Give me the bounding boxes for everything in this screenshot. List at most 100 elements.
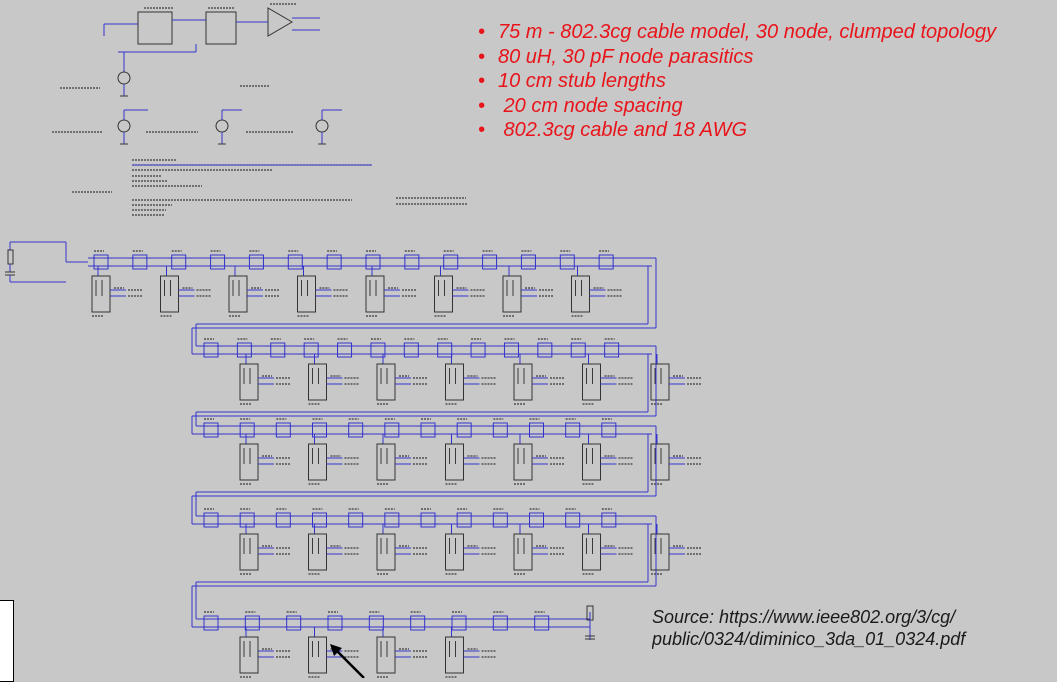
cable-segment bbox=[559, 254, 575, 270]
cable-segment bbox=[275, 512, 291, 528]
node-block bbox=[650, 533, 670, 571]
node-stub bbox=[650, 434, 701, 485]
node-block bbox=[434, 275, 453, 313]
cable-segment bbox=[275, 422, 291, 438]
node-stub bbox=[91, 266, 142, 317]
node-stub bbox=[239, 354, 290, 405]
node-stub bbox=[228, 266, 279, 317]
node-array bbox=[91, 266, 701, 678]
cable-segment bbox=[529, 422, 544, 438]
cable-segment bbox=[456, 512, 472, 528]
cable-segment bbox=[248, 254, 264, 270]
cable-segment bbox=[537, 342, 553, 358]
node-block bbox=[513, 533, 533, 571]
cable-segment bbox=[239, 422, 255, 438]
cable-segment bbox=[565, 422, 581, 438]
node-stub bbox=[445, 524, 496, 575]
node-block bbox=[650, 363, 670, 401]
node-block bbox=[502, 275, 522, 313]
bullet-mark: • bbox=[478, 21, 486, 43]
cable-segment bbox=[598, 254, 614, 270]
source-citation: Source: https://www.ieee802.org/3/cg/ pu… bbox=[652, 606, 1057, 650]
node-stub bbox=[308, 434, 359, 485]
node-stub bbox=[160, 266, 211, 317]
node-stub bbox=[434, 266, 485, 317]
cable-segment bbox=[492, 512, 508, 528]
source-line: Source: https://www.ieee802.org/3/cg/ bbox=[652, 607, 956, 627]
cable-segment bbox=[529, 512, 544, 528]
cable-segment bbox=[492, 615, 508, 631]
cable-segment bbox=[601, 512, 617, 528]
node-block bbox=[571, 275, 590, 313]
node-block bbox=[308, 533, 327, 571]
cable-segment bbox=[337, 342, 353, 358]
cable-segment bbox=[370, 342, 386, 358]
node-block bbox=[513, 443, 533, 481]
node-block bbox=[91, 275, 111, 313]
node-stub bbox=[308, 524, 359, 575]
cable-segment bbox=[368, 615, 384, 631]
cable-segment bbox=[326, 254, 342, 270]
bullet-text: 20 cm node spacing bbox=[498, 94, 683, 117]
cable-segment bbox=[327, 615, 343, 631]
cable-segment bbox=[604, 342, 620, 358]
cable-segment bbox=[601, 422, 617, 438]
node-stub bbox=[571, 266, 622, 317]
arrow-shaft bbox=[335, 649, 365, 678]
node-stub bbox=[308, 354, 359, 405]
node-block bbox=[445, 443, 464, 481]
cable-segment bbox=[456, 422, 472, 438]
node-stub bbox=[445, 354, 496, 405]
voltage-source-icon bbox=[117, 71, 131, 85]
node-stub bbox=[513, 434, 564, 485]
cable-segment bbox=[286, 615, 302, 631]
node-stub bbox=[650, 354, 701, 405]
cable-segment bbox=[348, 422, 364, 438]
cable-segment bbox=[365, 254, 381, 270]
node-block bbox=[582, 533, 601, 571]
cable-segment bbox=[303, 342, 319, 358]
partial-textbox bbox=[0, 600, 14, 682]
bullet-text: 80 uH, 30 pF node parasitics bbox=[498, 45, 754, 68]
scrambler-block bbox=[137, 11, 173, 45]
node-block bbox=[376, 443, 396, 481]
cable-segment bbox=[244, 615, 260, 631]
cable-segment bbox=[503, 342, 519, 358]
node-block bbox=[297, 275, 316, 313]
node-block bbox=[308, 363, 327, 401]
node-block bbox=[365, 275, 385, 313]
cable-segment bbox=[404, 254, 420, 270]
cable-segment bbox=[210, 254, 226, 270]
cable-segment bbox=[451, 615, 467, 631]
cable-segment bbox=[420, 422, 436, 438]
node-block bbox=[445, 636, 464, 674]
node-stub bbox=[513, 354, 564, 405]
node-block bbox=[228, 275, 248, 313]
cable-segment bbox=[312, 512, 327, 528]
node-stub bbox=[239, 627, 290, 678]
cable-segment bbox=[437, 342, 453, 358]
node-stub bbox=[376, 354, 427, 405]
cable-segment bbox=[534, 615, 550, 631]
bullet-item: • 20 cm node spacing bbox=[478, 94, 1057, 119]
node-block bbox=[650, 443, 670, 481]
source-line: public/0324/diminico_3da_01_0324.pdf bbox=[652, 629, 966, 649]
header-schematic bbox=[52, 3, 468, 216]
cable-trunk bbox=[5, 241, 657, 640]
node-block bbox=[160, 275, 179, 313]
node-block bbox=[239, 636, 259, 674]
cable-segment bbox=[384, 422, 400, 438]
node-stub bbox=[513, 524, 564, 575]
voltage-source-icon bbox=[315, 119, 329, 133]
cable-segment bbox=[132, 254, 148, 270]
cable-segment bbox=[239, 512, 255, 528]
cable-segment bbox=[203, 512, 219, 528]
arrow-head bbox=[330, 644, 342, 656]
bullet-text: 10 cm stub lengths bbox=[498, 70, 666, 92]
node-block bbox=[239, 533, 259, 571]
bullet-item: •10 cm stub lengths bbox=[478, 69, 1057, 94]
node-stub bbox=[239, 524, 290, 575]
node-block bbox=[239, 443, 259, 481]
node-stub bbox=[502, 266, 553, 317]
cable-segment bbox=[312, 422, 327, 438]
